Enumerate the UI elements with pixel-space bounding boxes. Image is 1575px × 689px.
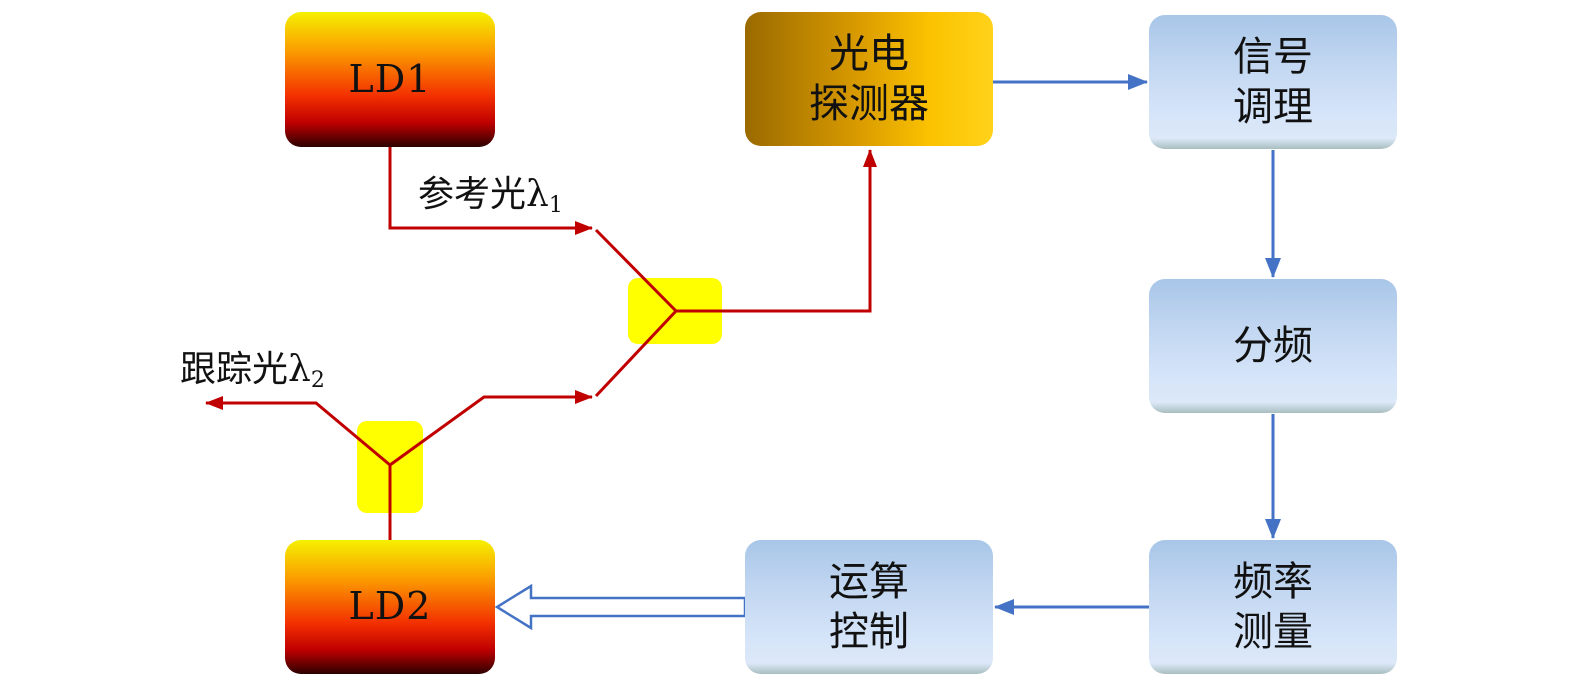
photodetector-label-line1: 光电 — [829, 31, 909, 77]
reference-beam-label: 参考光λ1 — [418, 165, 563, 218]
ld1-label: LD1 — [348, 56, 432, 101]
ld2-split-beam-path — [389, 390, 593, 467]
tracking-to-splitter-path — [594, 309, 678, 398]
frequency-division-label: 分频 — [1233, 323, 1313, 369]
photodetector-block: 光电 探测器 — [745, 12, 993, 146]
reference-beam-subscript: 1 — [548, 193, 563, 218]
tracking-beam-output-path — [205, 396, 391, 467]
ld2-label: LD2 — [348, 584, 432, 629]
reference-to-splitter-path — [594, 228, 678, 313]
reference-beam-lambda: λ — [526, 174, 549, 215]
signal-conditioning-block: 信号 调理 — [1149, 15, 1397, 149]
ld2-laser-block: LD2 — [285, 540, 495, 674]
photodetector-label-line2: 探测器 — [809, 81, 929, 127]
computation-control-block: 运算 控制 — [745, 540, 993, 674]
signal-conditioning-label-line1: 信号 — [1233, 34, 1313, 80]
frequency-measurement-label-line1: 频率 — [1233, 559, 1313, 605]
frequency-division-block: 分频 — [1149, 279, 1397, 413]
control-to-ld2-hollow-arrow — [494, 583, 747, 631]
reference-beam-path — [388, 147, 593, 235]
reference-beam-text: 参考光 — [418, 174, 527, 215]
computation-control-label-line1: 运算 — [829, 559, 909, 605]
ld1-laser-block: LD1 — [285, 12, 495, 147]
tracking-beam-subscript: 2 — [310, 368, 325, 393]
tracking-beam-lambda: λ — [288, 349, 311, 390]
signal-conditioning-label-line2: 调理 — [1233, 84, 1313, 130]
computation-control-label-line2: 控制 — [829, 609, 909, 655]
splitter-to-detector-path — [676, 149, 877, 313]
frequency-measurement-block: 频率 测量 — [1149, 540, 1397, 674]
tracking-beam-text: 跟踪光 — [180, 349, 289, 390]
tracking-beam-label: 跟踪光λ2 — [180, 340, 325, 393]
frequency-measurement-label-line2: 测量 — [1233, 609, 1313, 655]
